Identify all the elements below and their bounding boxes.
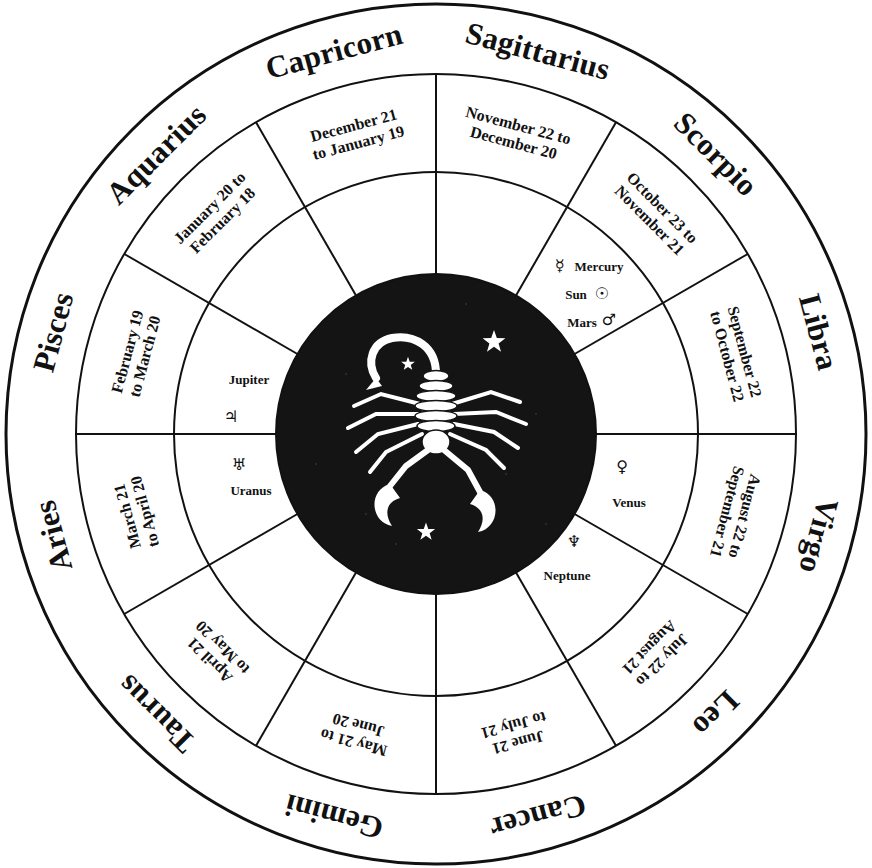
outer-ring xyxy=(6,4,866,864)
date-range: January 20 to February 18 xyxy=(166,164,266,264)
sign-name: Aries xyxy=(29,498,78,576)
sign-name: Gemini xyxy=(281,789,386,845)
planet-symbol: ☉ xyxy=(595,286,609,302)
date-range: July 22 to August 21 xyxy=(612,610,700,698)
stars xyxy=(401,330,505,540)
planet-name: Neptune xyxy=(544,569,591,582)
planet-symbol: ♅ xyxy=(232,457,246,473)
date-range: August 22 to September 21 xyxy=(705,455,768,574)
date-range: May 21 to June 20 xyxy=(315,708,396,761)
sign-name: Taurus xyxy=(111,669,200,758)
sign-name: Cancer xyxy=(487,789,590,844)
date-range: March 21 to April 20 xyxy=(109,473,163,556)
planet-name: Sun xyxy=(565,288,587,301)
date-range: September 22 to October 22 xyxy=(707,302,766,405)
date-range: February 19 to March 20 xyxy=(107,306,164,400)
planet-name: Uranus xyxy=(230,484,271,497)
planet-symbol: ♃ xyxy=(224,409,238,425)
disc-texture xyxy=(315,303,547,545)
sign-name: Pisces xyxy=(28,288,79,374)
planet-name: Venus xyxy=(612,496,645,509)
date-range: November 22 to December 20 xyxy=(459,102,574,164)
planet-symbol: ☿ xyxy=(555,258,565,274)
date-range: October 23 to November 21 xyxy=(604,162,708,266)
sign-ring xyxy=(76,74,796,794)
black-disc xyxy=(276,274,596,594)
sector-dividers xyxy=(76,74,796,794)
sign-name: Aquarius xyxy=(100,98,211,209)
date-range: June 21 to July 21 xyxy=(478,708,555,760)
date-range: December 21 to January 19 xyxy=(304,104,408,163)
planet-name: Mars xyxy=(567,316,597,329)
planet-name: Jupiter xyxy=(229,373,269,386)
sign-name: Virgo xyxy=(794,496,844,578)
sign-name: Sagittarius xyxy=(463,17,614,85)
sign-name: Leo xyxy=(687,685,745,743)
planet-symbol: ♆ xyxy=(567,534,581,550)
scorpion-figure xyxy=(348,337,526,532)
planet-name: Mercury xyxy=(575,260,624,273)
sign-name: Scorpio xyxy=(668,106,763,201)
planet-symbol: ♀ xyxy=(616,459,628,475)
date-range: April 21 to May 20 xyxy=(178,616,254,692)
sign-name: Capricorn xyxy=(262,18,406,84)
planet-symbol: ♂ xyxy=(602,312,616,328)
sign-name: Libra xyxy=(794,290,844,373)
